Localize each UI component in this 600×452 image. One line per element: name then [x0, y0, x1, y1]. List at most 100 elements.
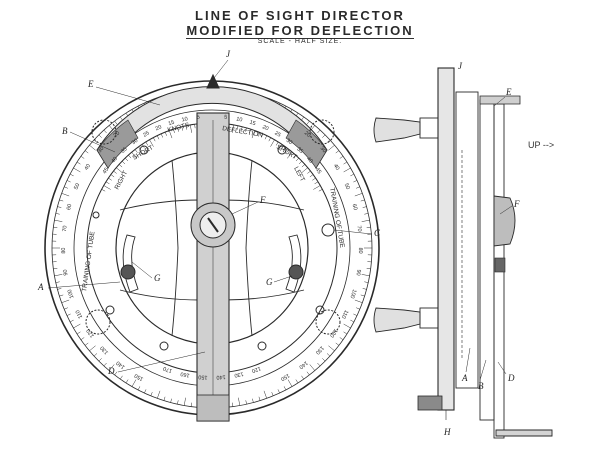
outer-tick [89, 345, 96, 352]
outer-tick [362, 206, 367, 208]
outer-tick [150, 392, 153, 396]
outer-tick [263, 390, 267, 399]
up-arrow-note: UP --> [528, 140, 555, 150]
outer-tick [354, 193, 363, 197]
outer-tick [183, 397, 186, 406]
top-scale-number: 40 [305, 156, 314, 165]
outer-tick [356, 307, 360, 310]
central-boss-slot [207, 217, 219, 233]
top-scale-number: 35 [295, 146, 304, 155]
outer-tick [287, 379, 293, 387]
outer-tick [322, 134, 326, 138]
inner-tick [105, 181, 110, 185]
outer-tick [103, 129, 107, 134]
side-label-d: D [508, 373, 515, 383]
outer-tick [120, 375, 123, 380]
outer-tick [73, 323, 81, 329]
side-label-e: E [506, 87, 512, 97]
ring-number-right: 90 [355, 269, 362, 276]
outer-tick [350, 319, 355, 323]
outer-tick [137, 386, 141, 391]
bottom-scale-number: 160 [180, 370, 190, 378]
inner-tick [134, 149, 138, 153]
outer-tick [80, 337, 85, 340]
outer-tick [283, 386, 287, 391]
inner-tick [156, 135, 160, 140]
outer-tick [238, 397, 241, 406]
ring-number-left: 50 [73, 183, 81, 191]
top-scale-number: 40 [110, 156, 119, 165]
inner-tick [121, 160, 126, 165]
label-e: E [88, 79, 94, 89]
side-leader-f [499, 205, 513, 215]
ring-number-left: 100 [67, 288, 76, 299]
ring-number-right: 40 [332, 163, 340, 171]
outer-tick [328, 144, 335, 151]
inner-tick [103, 185, 111, 190]
top-scale-number: 20 [261, 124, 269, 132]
inner-tick [190, 124, 192, 133]
outer-tick [343, 167, 351, 173]
dial-word-training-left: TRAINING OF TUBE [81, 230, 97, 292]
inner-tick [313, 185, 321, 190]
upper-handle-collar [419, 117, 439, 139]
side-plate-mid [455, 91, 479, 389]
side-boss [493, 195, 516, 247]
outer-tick [335, 342, 340, 346]
inner-tick [309, 174, 314, 178]
lower-handle-collar [419, 307, 439, 329]
outer-tick [252, 398, 254, 403]
outer-tick [114, 120, 118, 125]
ring-number-left: 120 [86, 327, 96, 338]
outer-tick [360, 294, 365, 297]
outer-tick [232, 402, 234, 407]
right-slot [285, 234, 302, 293]
outer-tick [322, 358, 326, 362]
side-plate-outer [437, 67, 455, 411]
leader-g1 [131, 261, 153, 279]
inner-tick [181, 126, 183, 131]
outer-tick [64, 307, 68, 310]
outer-tick [76, 161, 81, 165]
ring-number-left: 20 [113, 130, 122, 139]
inner-tick [292, 154, 296, 159]
outer-tick [245, 400, 247, 405]
ring-number-left: 110 [75, 309, 84, 320]
outer-tick [326, 139, 331, 143]
ring-number-right: 50 [343, 183, 351, 191]
inner-tick [236, 125, 239, 130]
outer-tick [98, 358, 102, 362]
rim-boss-upper-right [309, 119, 335, 145]
title-line-1: LINE OF SIGHT DIRECTOR [195, 8, 405, 23]
outer-tick [84, 150, 89, 154]
outer-tick [64, 186, 68, 189]
outer-tick [343, 323, 351, 329]
inner-tick [314, 181, 319, 185]
side-leader-b [479, 359, 487, 381]
leader-d [117, 351, 206, 373]
inner-tick [298, 160, 303, 165]
inner-tick [318, 189, 323, 192]
ring-number-right: 150 [279, 372, 290, 382]
leader-b [69, 131, 116, 153]
top-scale-number: 20 [155, 124, 163, 132]
right-slot-knob [288, 264, 304, 280]
outer-tick [335, 150, 340, 154]
inner-tick [257, 132, 260, 136]
outer-tick [317, 362, 321, 367]
outer-tick [73, 167, 81, 173]
outer-tick [89, 144, 96, 151]
side-bracket [495, 429, 553, 437]
outer-tick [59, 199, 64, 202]
bottom-scale-number: 120 [251, 365, 262, 374]
inner-tick [164, 132, 167, 136]
outer-tick [354, 299, 363, 303]
inner-tick [173, 129, 175, 133]
leader-j [213, 59, 229, 79]
inner-tick [194, 124, 196, 129]
side-leader-d [497, 361, 507, 375]
outer-tick [326, 353, 331, 357]
side-label-b: B [478, 381, 484, 391]
inner-tick [268, 137, 271, 142]
